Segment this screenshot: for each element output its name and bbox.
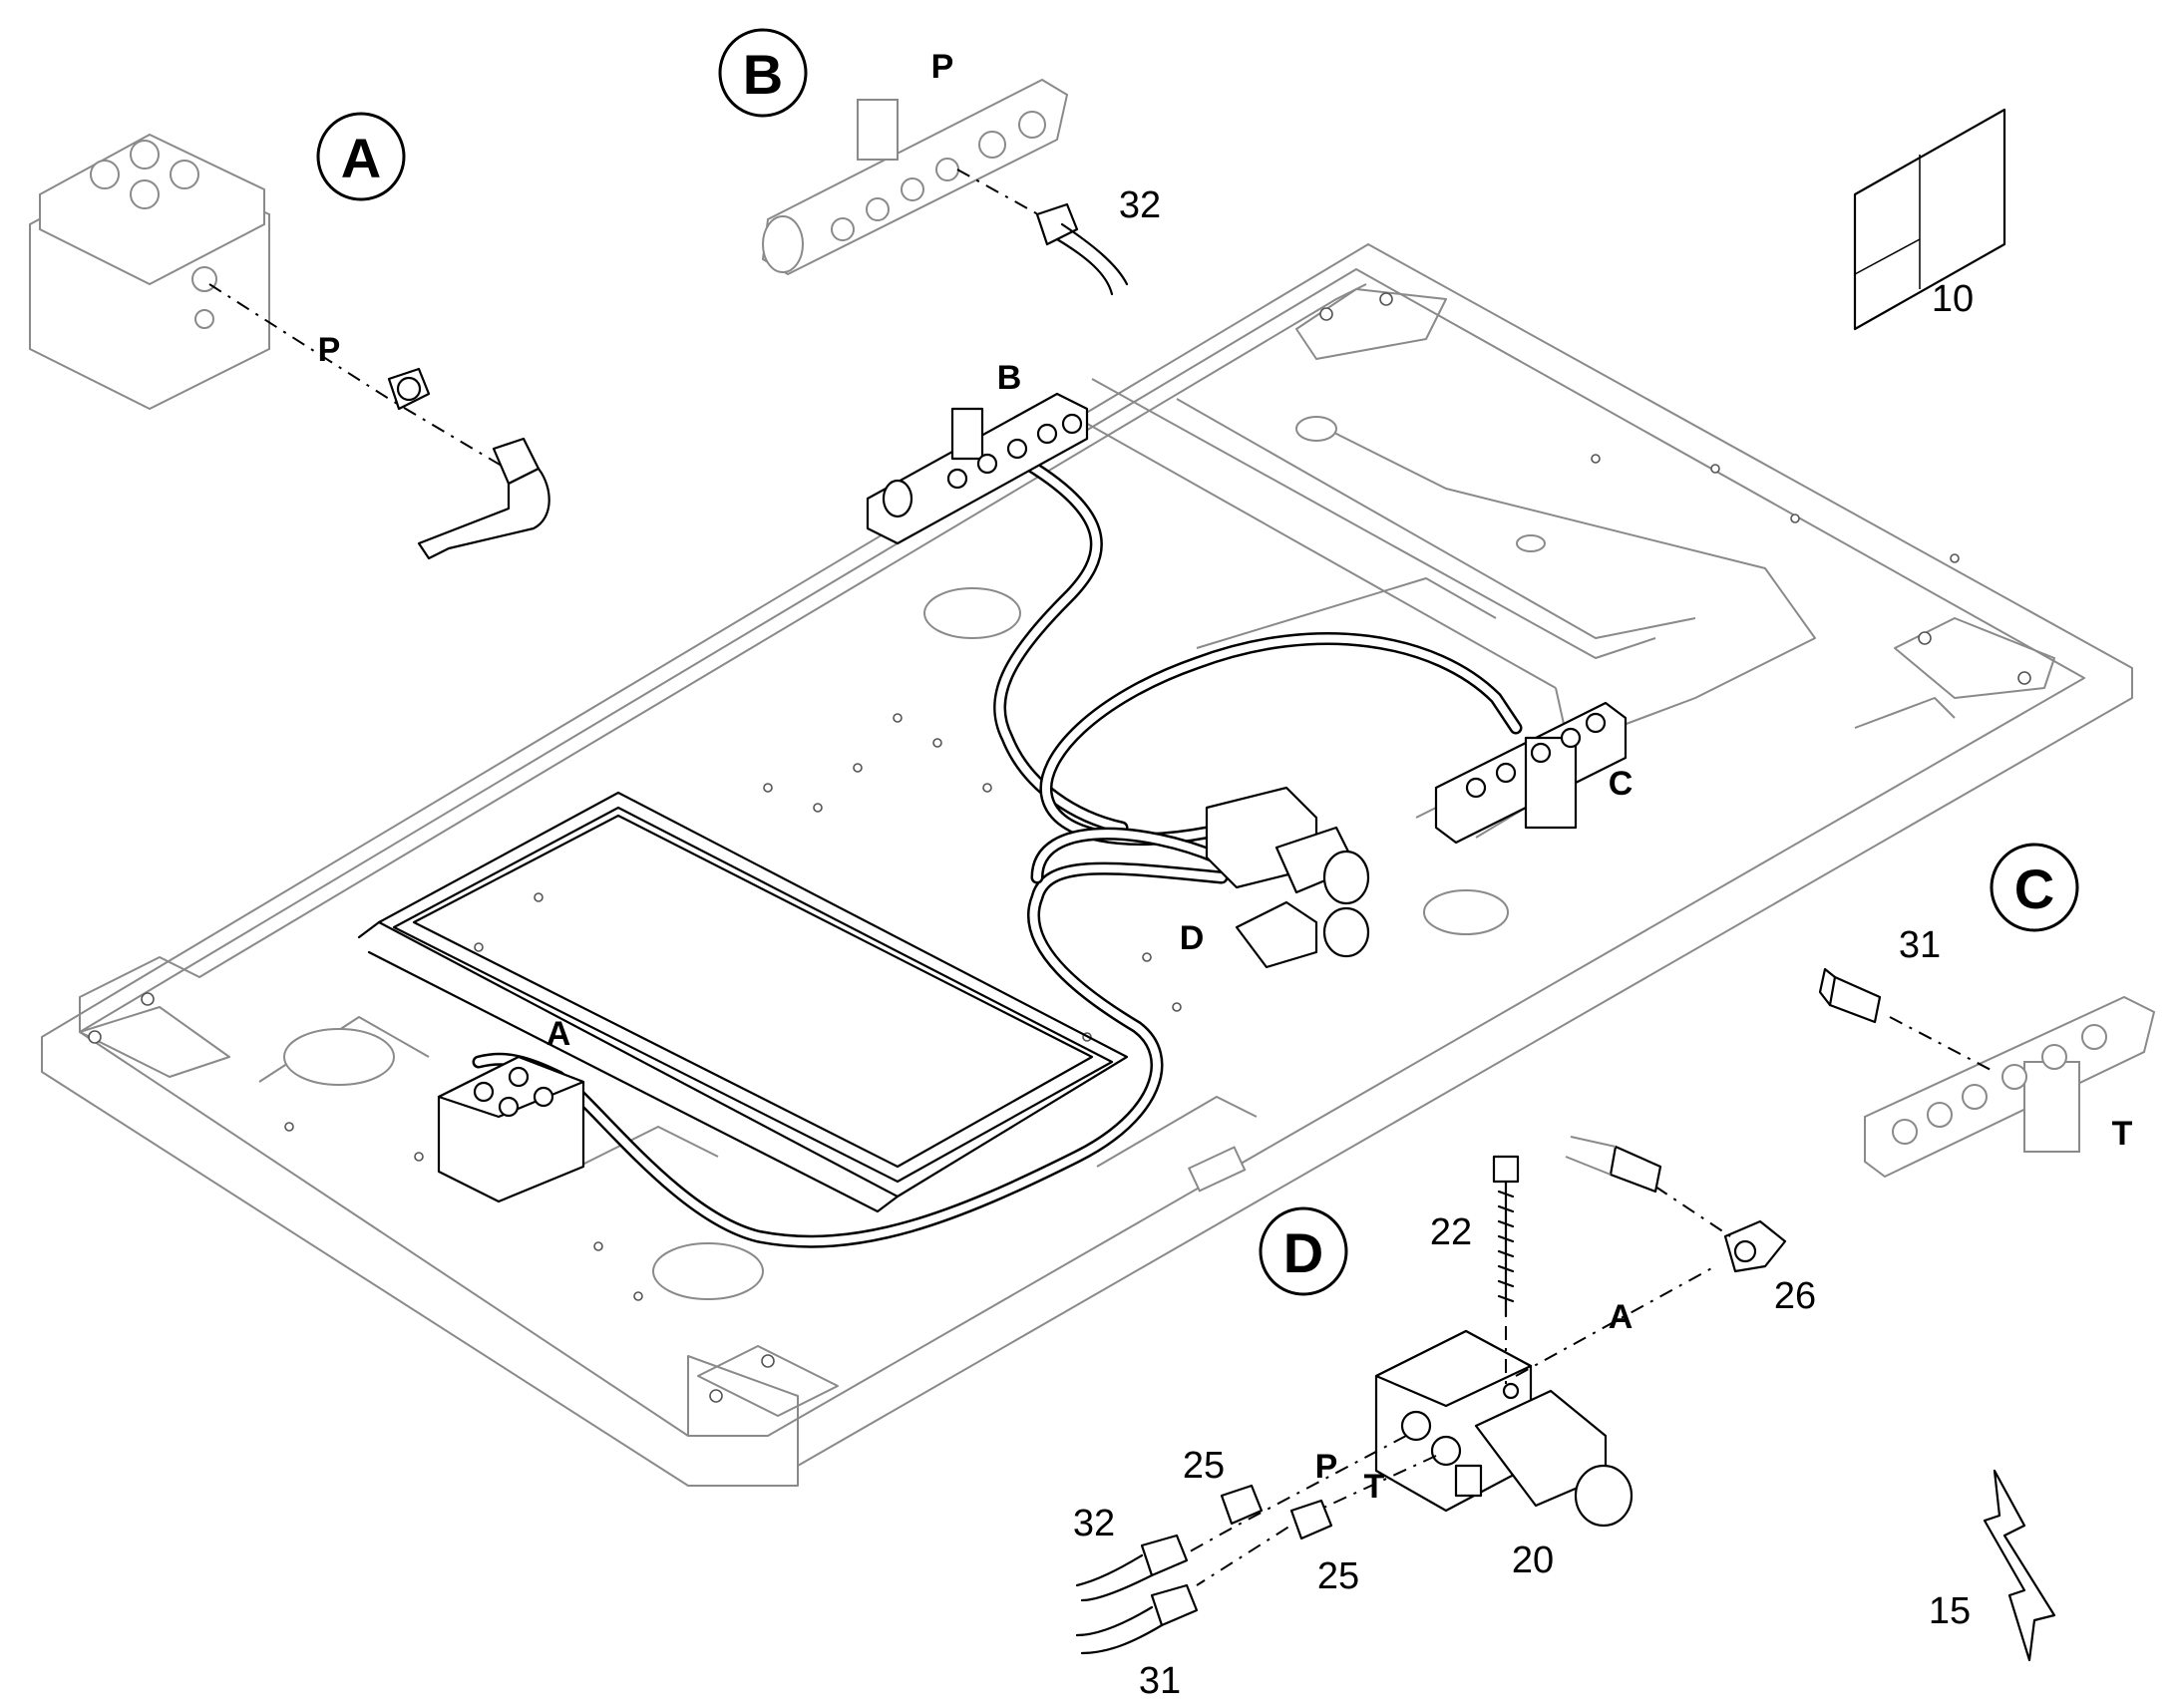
callout-bubble-a: A <box>316 112 406 201</box>
part-number-32-top: 32 <box>1119 184 1161 226</box>
frame-label-b: B <box>997 359 1022 397</box>
part-number-15: 15 <box>1929 1590 1971 1632</box>
part-number-32-bottom: 32 <box>1073 1503 1115 1544</box>
callout-bubble-b: B <box>718 28 808 118</box>
port-label-d-t: T <box>1364 1468 1385 1506</box>
part-number-10: 10 <box>1932 278 1974 320</box>
hoses <box>472 457 1523 1248</box>
frame-manifold-b <box>866 392 1089 545</box>
detail-b <box>761 78 1129 296</box>
part-number-25-bottom: 25 <box>1317 1555 1359 1597</box>
frame-label-c: C <box>1609 765 1634 803</box>
frame-block-a <box>437 1055 585 1203</box>
detail-c <box>1818 967 2156 1179</box>
port-label-d-p: P <box>1315 1448 1338 1486</box>
callout-label-a: A <box>341 127 381 189</box>
detail-d <box>1075 1136 1787 1655</box>
callout-bubble-c: C <box>1990 843 2079 932</box>
callout-label-b: B <box>743 43 783 106</box>
frame-manifold-c <box>1434 701 1628 845</box>
part-number-20: 20 <box>1512 1539 1554 1581</box>
port-label-d-a: A <box>1609 1298 1634 1336</box>
port-label-b-p: P <box>931 48 954 86</box>
callout-label-c: C <box>2014 857 2054 920</box>
part-number-31-right: 31 <box>1899 924 1941 966</box>
frame-holes <box>88 292 2031 1403</box>
frame-valve-d <box>1205 786 1370 969</box>
frame-label-a: A <box>546 1015 571 1053</box>
part-number-31-bottom: 31 <box>1139 1660 1181 1702</box>
window-panel <box>357 791 1129 1213</box>
detail-a <box>29 133 550 560</box>
callout-bubble-d: D <box>1259 1206 1348 1296</box>
callout-label-d: D <box>1283 1221 1323 1284</box>
port-label-a-p: P <box>318 331 341 369</box>
part-number-25-top: 25 <box>1183 1445 1225 1487</box>
document-sheet-icon <box>1853 108 2006 331</box>
main-frame <box>41 243 2133 1487</box>
lightning-icon <box>1983 1469 2056 1662</box>
port-label-c-t: T <box>2112 1115 2133 1153</box>
frame-label-d: D <box>1180 919 1205 957</box>
part-number-22: 22 <box>1430 1211 1472 1253</box>
part-number-26: 26 <box>1774 1275 1816 1317</box>
